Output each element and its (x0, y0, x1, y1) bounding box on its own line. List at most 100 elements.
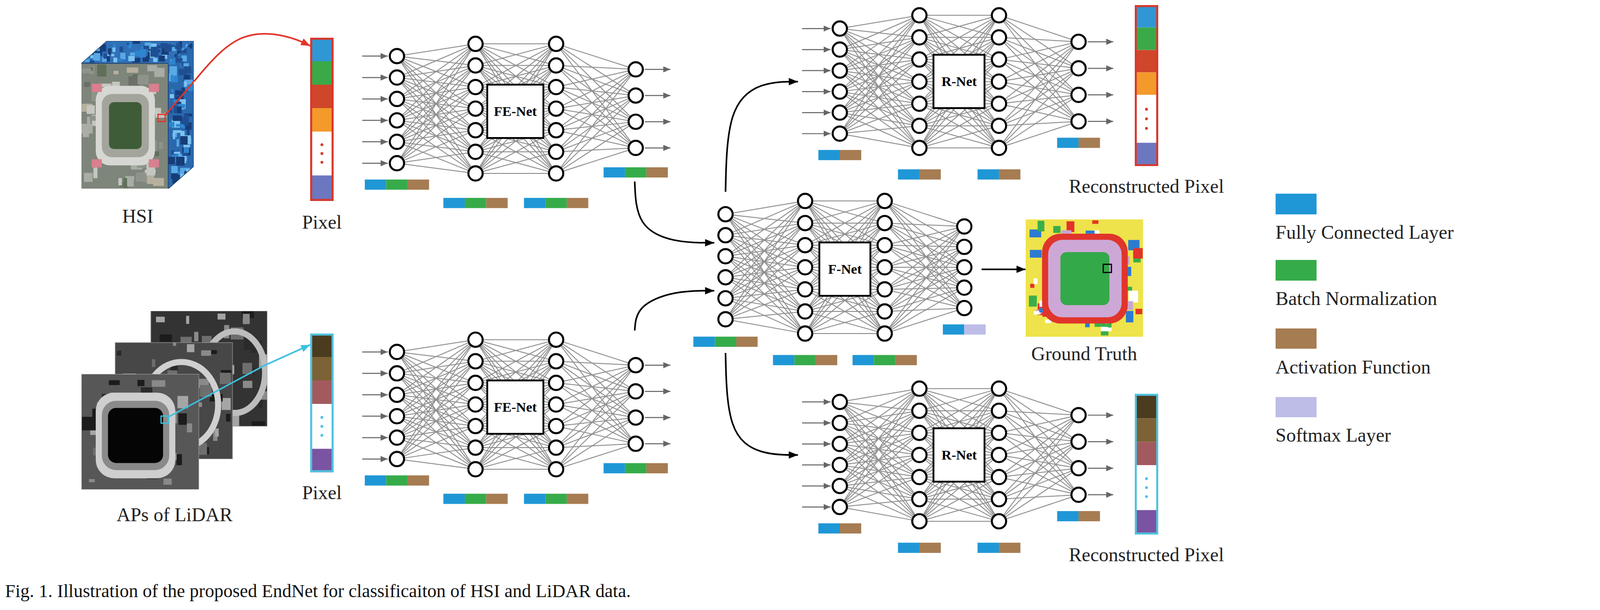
texture-patch (163, 479, 173, 486)
network-link (884, 223, 965, 268)
texture-patch (85, 42, 92, 48)
node-caption: HSI (122, 205, 154, 228)
layer-type-bar (464, 197, 487, 208)
input-arrow (802, 69, 831, 71)
texture-patch (242, 314, 250, 325)
legend-entry: Batch Normalization (1275, 259, 1438, 310)
network-link (839, 402, 920, 478)
neuron (718, 291, 733, 306)
vector-cell (1134, 142, 1159, 167)
network-link (475, 151, 556, 174)
neuron (877, 304, 892, 319)
neuron (628, 62, 643, 77)
neuron (877, 193, 892, 208)
texture-patch (173, 105, 183, 114)
connector-arrow (725, 352, 798, 456)
network-link (919, 37, 1000, 148)
texture-patch (1033, 278, 1038, 285)
neuron (389, 387, 405, 403)
network-link (475, 65, 556, 174)
neural-network (693, 193, 986, 366)
network-link (805, 223, 885, 312)
network-link (999, 68, 1079, 104)
network-link (839, 37, 920, 134)
texture-patch (178, 40, 183, 48)
texture-patch (176, 454, 183, 466)
classification-map: Ground Truth (1025, 219, 1144, 337)
network-link (397, 43, 476, 57)
connector-arrow (725, 81, 798, 192)
texture-patch (219, 373, 232, 385)
network-link (556, 361, 636, 392)
network-name: FE-Net (493, 399, 537, 416)
texture-patch (174, 44, 181, 54)
network-link (556, 69, 636, 152)
lidar-stack: APs of LiDAR (81, 311, 268, 490)
network-link (884, 267, 965, 290)
neuron (548, 397, 564, 412)
node-caption: APs of LiDAR (116, 503, 233, 526)
input-arrow (802, 485, 831, 487)
network-link (839, 422, 920, 478)
network-link (556, 339, 636, 392)
network-link (919, 410, 1000, 522)
texture-patch (127, 176, 134, 187)
network-link (999, 388, 1079, 416)
network-link (725, 223, 806, 320)
output-arrow (1087, 441, 1114, 443)
network-link (725, 256, 806, 334)
network-link (397, 339, 476, 459)
network-link (999, 68, 1079, 149)
class-stands (1041, 233, 1128, 324)
network-link (805, 201, 885, 246)
neuron (628, 436, 643, 451)
network-link (556, 95, 636, 131)
texture-patch (97, 64, 107, 77)
network-link (839, 103, 920, 134)
layer-type-bar (407, 475, 430, 486)
network-link (397, 65, 476, 164)
network-link (999, 441, 1079, 456)
layer-type-bar (977, 169, 1000, 180)
network-link (919, 15, 1000, 60)
legend-entry: Activation Function (1275, 328, 1431, 379)
roof-patch (149, 83, 160, 93)
neuron (832, 479, 847, 494)
network-link (919, 477, 1000, 522)
neuron (548, 101, 564, 116)
network-link (725, 201, 806, 320)
layer-type-bar (443, 493, 465, 504)
network-link (556, 391, 636, 427)
network-link (397, 352, 476, 470)
texture-patch (217, 313, 226, 320)
vector-cell (310, 84, 334, 109)
network-link (884, 247, 965, 290)
input-arrow (802, 112, 831, 114)
texture-patch (151, 380, 166, 388)
texture-patch (178, 413, 187, 426)
layer-type-bar (1078, 511, 1101, 522)
input-arrow (362, 372, 388, 374)
neuron (797, 215, 813, 231)
input-arrow (362, 437, 388, 439)
neuron (389, 345, 405, 360)
texture-patch (187, 344, 195, 353)
vector-cell (1134, 441, 1159, 466)
input-arrow (362, 458, 388, 460)
network-link (919, 520, 1000, 522)
neuron (628, 140, 643, 156)
texture-patch (176, 156, 185, 166)
neuron (1071, 114, 1086, 129)
layer-type-bar (1078, 137, 1101, 148)
pixel-vector-shape (1134, 393, 1159, 535)
texture-patch (118, 178, 123, 186)
input-arrow (802, 132, 831, 134)
neuron (832, 457, 847, 473)
network-link (884, 266, 965, 268)
texture-patch (111, 53, 115, 57)
network-link (884, 226, 965, 334)
neuron (548, 166, 564, 181)
texture-patch (117, 351, 122, 357)
texture (168, 40, 194, 189)
output-arrow (1087, 41, 1114, 43)
